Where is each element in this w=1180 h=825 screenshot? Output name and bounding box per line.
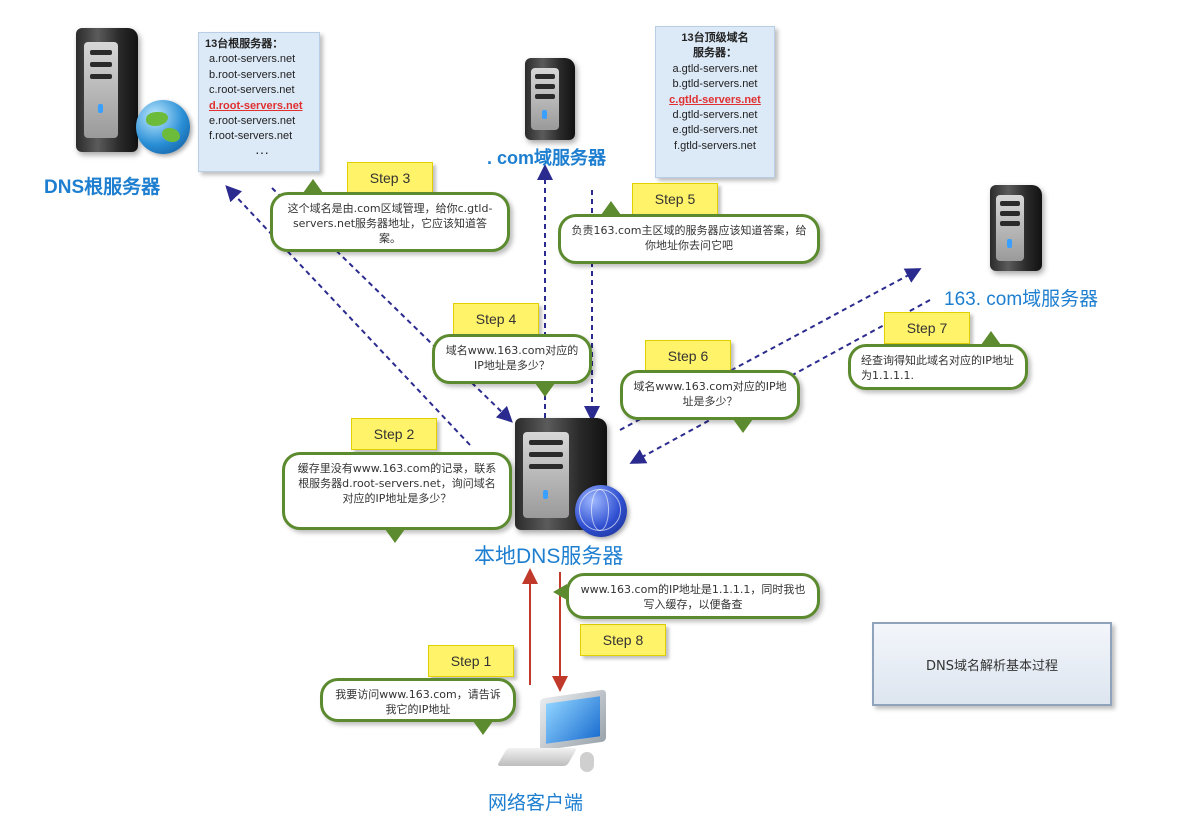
- root-item: e.root-servers.net: [209, 115, 296, 128]
- root-server-icon: [76, 28, 138, 152]
- root-item: d.root-servers.net: [209, 99, 303, 112]
- step-2-text: 缓存里没有www.163.com的记录，联系根服务器d.root-servers…: [297, 462, 497, 505]
- tld-item: b.gtld-servers.net: [672, 78, 758, 91]
- step-3-tag: Step 3: [347, 162, 433, 194]
- network-globe-icon: [575, 485, 627, 537]
- netease-server-label: 163. com域服务器: [944, 289, 1099, 310]
- step-5-bubble: 负责163.com主区域的服务器应该知道答案，给你地址你去问它吧: [558, 201, 820, 264]
- arrow-163-to-local: [629, 299, 931, 464]
- step-7-bubble: 经查询得知此域名对应的IP地址为1.1.1.1.: [848, 331, 1028, 390]
- arrow-local-to-root: [225, 185, 471, 446]
- step-2-tag: Step 2: [351, 418, 437, 450]
- root-server-list: 13台根服务器： a.root-servers.net b.root-server…: [198, 32, 320, 172]
- root-item: b.root-servers.net: [209, 68, 296, 81]
- com-server-icon: [525, 58, 575, 140]
- root-server-label: DNS根服务器: [44, 177, 161, 198]
- tld-list-header-1: 13台顶级域名: [681, 32, 749, 44]
- step-1-bubble: 我要访问www.163.com，请告诉我它的IP地址: [320, 678, 516, 735]
- tld-server-list: 13台顶级域名 服务器： a.gtld-servers.net b.gtld-se…: [655, 26, 775, 178]
- step-7-text: 经查询得知此域名对应的IP地址为1.1.1.1.: [861, 354, 1014, 382]
- client-computer-icon: [496, 689, 610, 780]
- netease-server-icon: [990, 185, 1042, 271]
- step-4-tag: Step 4: [453, 303, 539, 335]
- step-8-text: www.163.com的IP地址是1.1.1.1，同时我也写入缓存，以便备查: [580, 583, 806, 611]
- tld-item: d.gtld-servers.net: [672, 109, 758, 122]
- step-4-text: 域名www.163.com对应的IP地址是多少？: [445, 344, 579, 372]
- root-list-items: a.root-servers.net b.root-servers.net c.ro…: [205, 52, 319, 144]
- step-1-text: 我要访问www.163.com，请告诉我它的IP地址: [335, 688, 501, 716]
- step-5-tag: Step 5: [632, 183, 718, 215]
- step-8-tag: Step 8: [580, 624, 666, 656]
- step-6-tag: Step 6: [645, 340, 731, 372]
- tld-item: e.gtld-servers.net: [672, 124, 758, 137]
- step-8-bubble: www.163.com的IP地址是1.1.1.1，同时我也写入缓存，以便备查: [553, 573, 820, 619]
- tld-item: c.gtld-servers.net: [669, 93, 761, 106]
- tld-item: a.gtld-servers.net: [672, 62, 758, 75]
- local-dns-server-icon: [515, 418, 607, 530]
- step-2-bubble: 缓存里没有www.163.com的记录，联系根服务器d.root-servers…: [282, 452, 512, 543]
- step-4-bubble: 域名www.163.com对应的IP地址是多少？: [432, 334, 592, 397]
- tld-list-header-2: 服务器：: [693, 47, 737, 60]
- local-dns-label: 本地DNS服务器: [474, 545, 624, 568]
- step-7-tag: Step 7: [884, 312, 970, 344]
- caption-text: DNS域名解析基本过程: [926, 658, 1058, 674]
- globe-icon: [136, 100, 190, 154]
- step-5-text: 负责163.com主区域的服务器应该知道答案，给你地址你去问它吧: [571, 224, 807, 252]
- root-list-header: 13台根服务器：: [205, 38, 284, 50]
- step-3-text: 这个域名是由.com区域管理，给你c.gtld-servers.net服务器地址…: [287, 202, 493, 245]
- step-3-bubble: 这个域名是由.com区域管理，给你c.gtld-servers.net服务器地址…: [270, 179, 510, 252]
- tld-list-items: a.gtld-servers.net b.gtld-servers.net c.gt…: [656, 62, 774, 154]
- step-6-bubble: 域名www.163.com对应的IP地址是多少？: [620, 370, 800, 433]
- client-label: 网络客户端: [488, 793, 584, 814]
- step-1-tag: Step 1: [428, 645, 514, 677]
- root-item: a.root-servers.net: [209, 53, 296, 66]
- root-item: c.root-servers.net: [209, 84, 295, 97]
- root-list-ellipsis: ···: [255, 143, 269, 160]
- root-item: f.root-servers.net: [209, 130, 293, 143]
- step-6-text: 域名www.163.com对应的IP地址是多少？: [633, 380, 787, 408]
- diagram-caption: DNS域名解析基本过程: [872, 622, 1112, 706]
- tld-item: f.gtld-servers.net: [674, 139, 756, 152]
- com-server-label: . com域服务器: [487, 148, 607, 168]
